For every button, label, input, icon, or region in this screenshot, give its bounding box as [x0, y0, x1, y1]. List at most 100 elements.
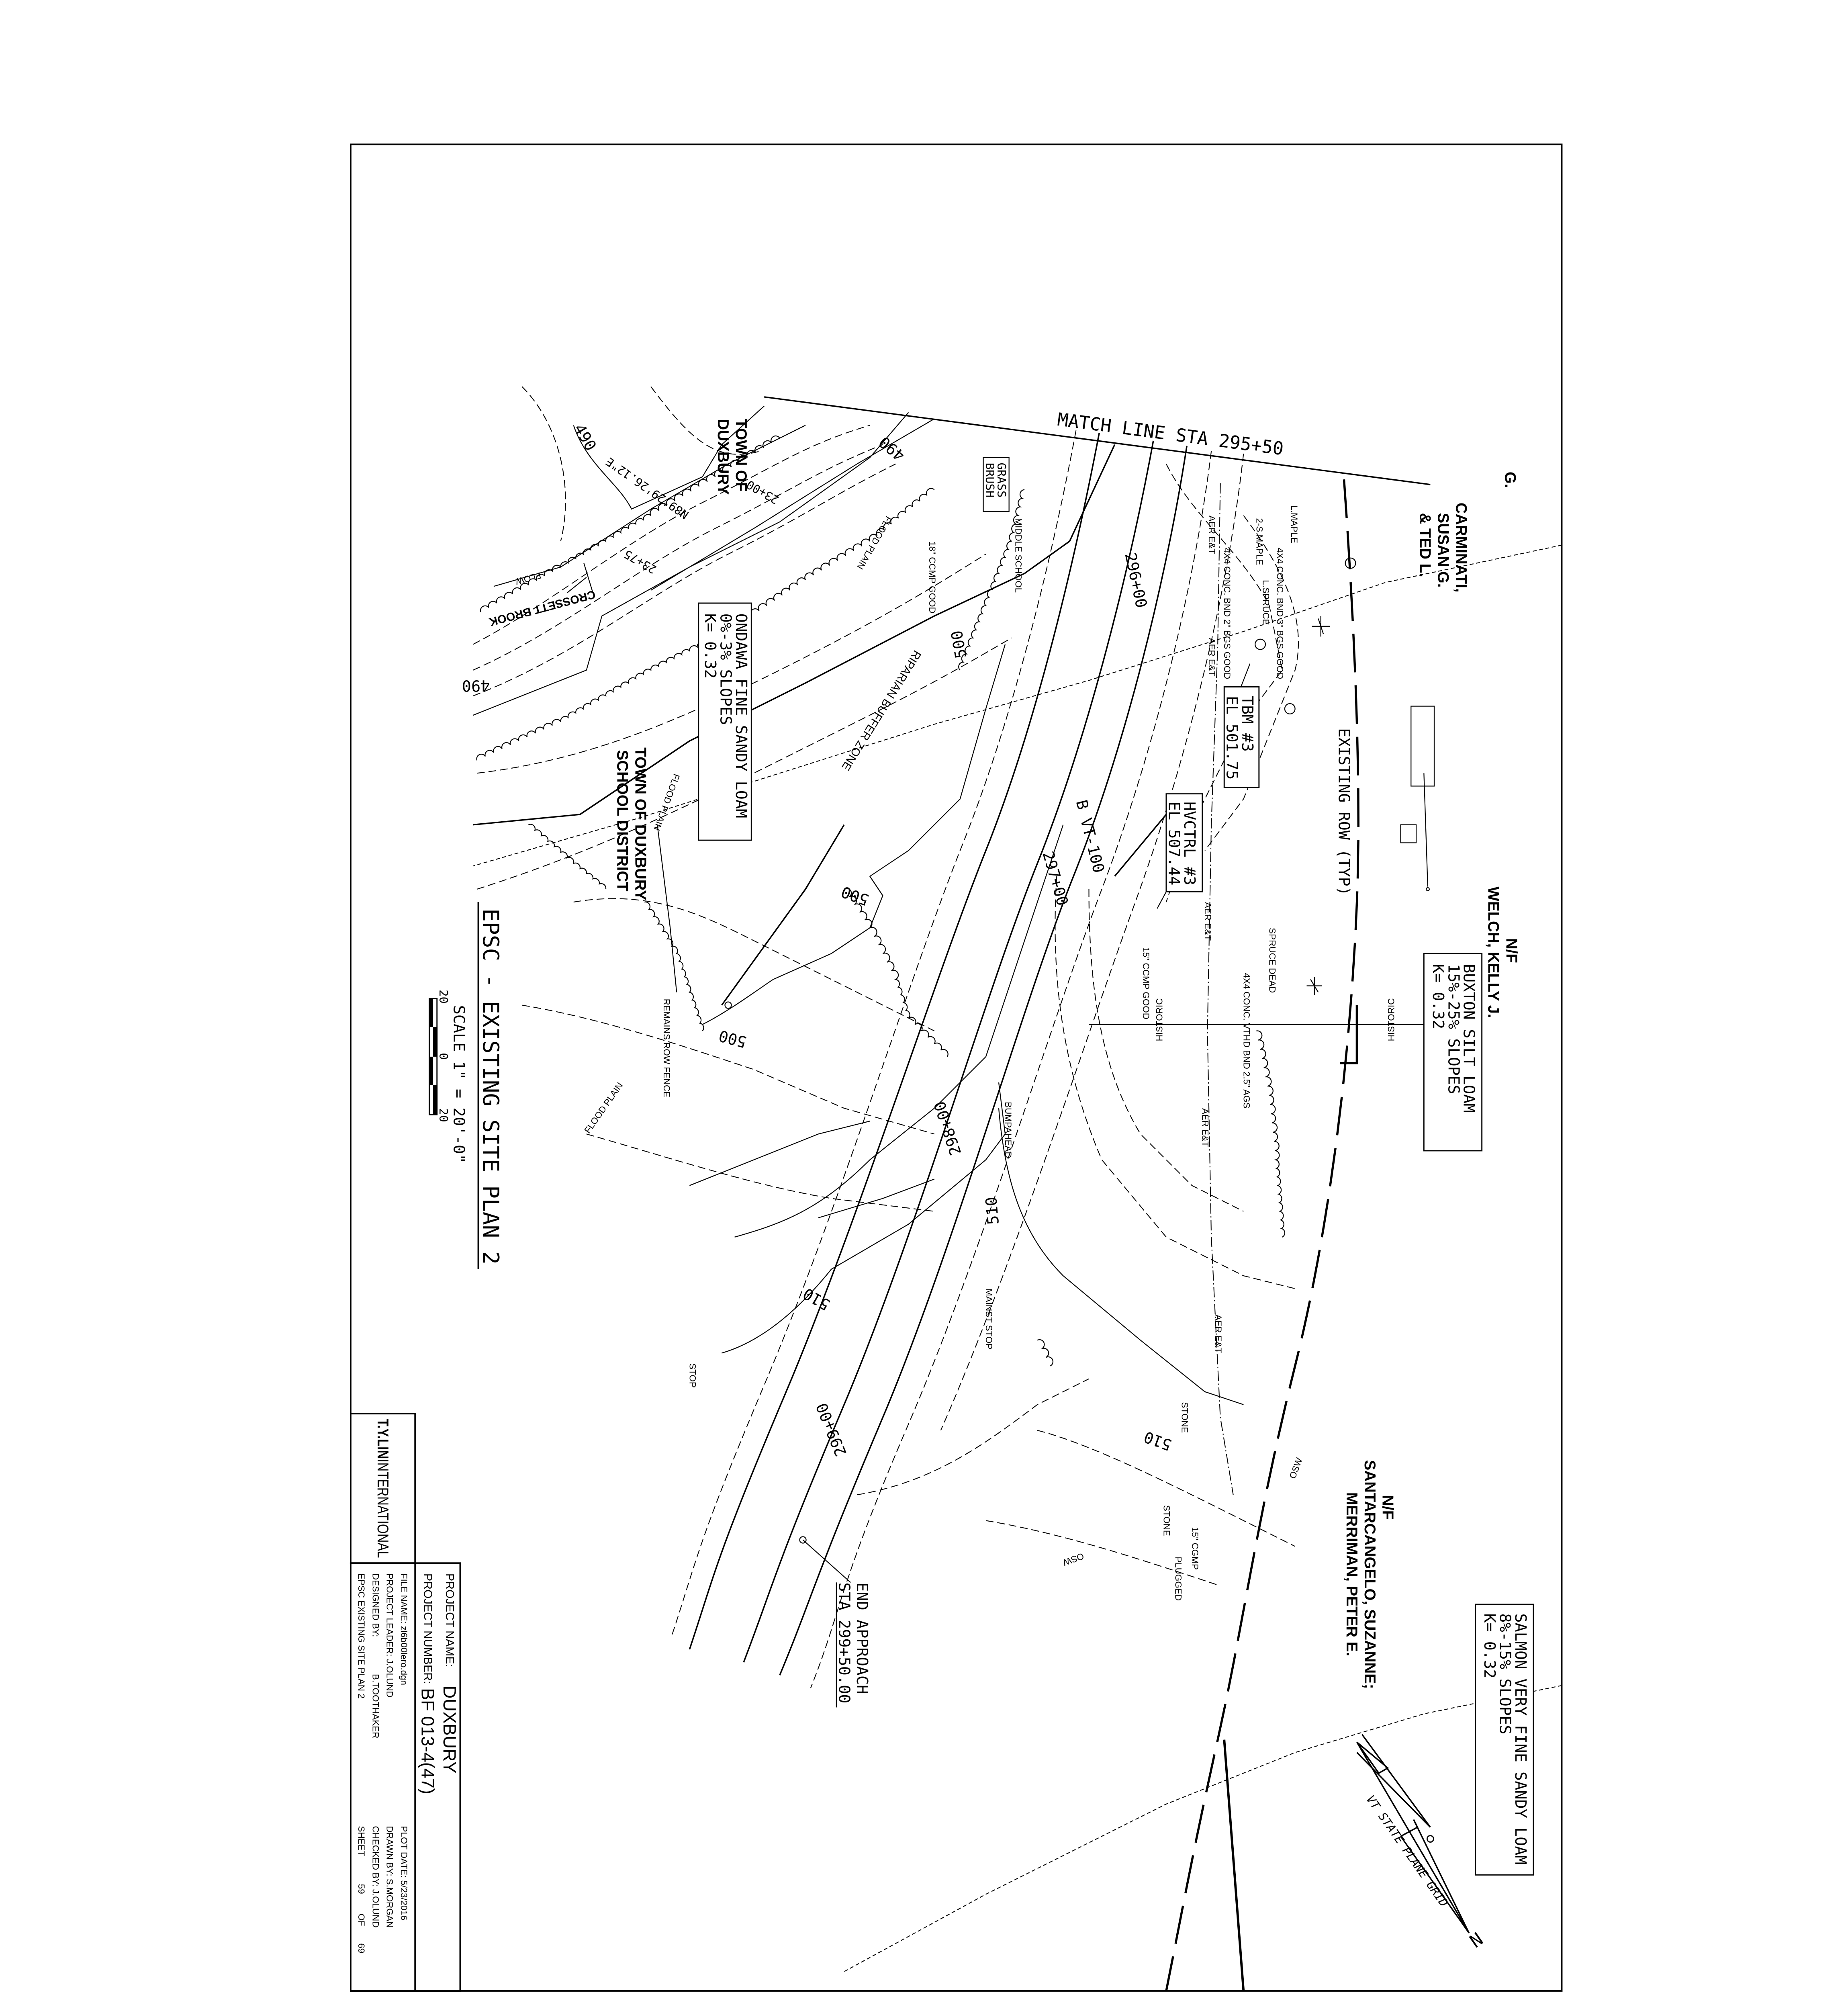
owner-carminati: G. CARMINATI, SUSAN G. & TED L.: [1417, 472, 1519, 593]
scale-bar: [429, 998, 438, 1115]
culvert-label: 15" CGMP: [1190, 1527, 1200, 1569]
scale-bar-label: 20: [437, 990, 450, 1004]
soil-text: BUXTON SILT LOAM: [1460, 964, 1478, 1113]
contours: [476, 386, 1299, 1586]
aer-label: AER E&T: [1207, 516, 1217, 554]
tree-line: [1256, 1030, 1286, 1238]
benchmark-tbm3: TBM #3 EL 501.75: [1223, 663, 1260, 788]
existing-row-line: [1165, 479, 1360, 1991]
owner-line: SUSAN G.: [1435, 513, 1452, 588]
owner-town-duxbury: TOWN OF DUXBURY: [714, 419, 750, 495]
sheet-total: 69: [356, 1943, 366, 1953]
owner-name: WELCH, KELLY J.: [1485, 887, 1502, 1018]
scale-bar-label: 0: [437, 1053, 450, 1060]
sheet-label: SHEET: [356, 1826, 366, 1856]
scale-bar-label: 20: [437, 1108, 450, 1122]
tree-label: SPRUCE DEAD: [1267, 928, 1277, 993]
end-approach-station: STA 299+50.00: [835, 1582, 853, 1703]
existing-row-label: EXISTING ROW (TYP): [1335, 728, 1353, 896]
sheet-border: [350, 143, 1563, 1992]
title-block: T.Y.LININTERNATIONAL PROJECT NAME: DUXBU…: [350, 1413, 461, 1992]
soil-text: 15%-25% SLOPES: [1444, 964, 1462, 1094]
sheet-of: OF: [356, 1914, 366, 1926]
tree-line: [528, 824, 607, 890]
owner-line: TOWN OF: [732, 419, 750, 491]
contour-label: 510: [982, 1196, 1003, 1225]
historic-label: HISTORIC: [1386, 998, 1396, 1041]
ccmp-18-label: 18" CCMP GOOD: [927, 541, 937, 614]
project-leader: PROJECT LEADER: J.OLUND: [385, 1573, 395, 1698]
owner-welch: N/F WELCH, KELLY J.: [1485, 887, 1520, 1018]
soil-text: SALMON VERY FINE SANDY LOAM: [1511, 1613, 1529, 1864]
soil-box-buxton: BUXTON SILT LOAM 15%-25% SLOPES K= 0.32: [1423, 953, 1483, 1152]
benchmark-hvctrl3: HVCTRL #3 EL 507.44: [1157, 793, 1203, 909]
stop-label: STOP: [687, 1363, 697, 1388]
monument-label: 4X4 CONC. BND 3" BGS GOOD: [1275, 548, 1285, 679]
school-label: MIDDLE SCHOOL: [1014, 518, 1024, 593]
stone-label: STONE: [1180, 1402, 1190, 1433]
row-corner: [1340, 1005, 1358, 1064]
remains-fence-label: REMAINS ROW FENCE: [662, 999, 672, 1098]
soil-text: 8%-15% SLOPES: [1496, 1613, 1514, 1734]
linework: [473, 386, 1562, 1991]
tree-label: L.SPRUCE: [1261, 580, 1271, 625]
soil-text: K= 0.32: [701, 614, 719, 679]
culvert-label: 15" CCMP GOOD: [1141, 947, 1151, 1019]
soil-text: K= 0.32: [1429, 964, 1447, 1029]
benchmark-text: EL 501.75: [1223, 696, 1241, 779]
sheet-title-block: EPSC - EXISTING SITE PLAN 2 SCALE 1" = 2…: [429, 902, 504, 1270]
sheet-title: EPSC - EXISTING SITE PLAN 2: [478, 908, 504, 1264]
crossett-brook: [473, 412, 935, 716]
owner-line: MERRIMAN, PETER E.: [1343, 1492, 1360, 1656]
owner-santarcangelo: N/F SANTARCANGELO, SUZANNE; MERRIMAN, PE…: [1343, 1460, 1396, 1689]
logo-bold: T.Y.LIN: [374, 1419, 391, 1459]
brush-label: BRUSH: [983, 462, 997, 497]
project-name-label: PROJECT NAME:: [443, 1573, 456, 1667]
soil-text: 0%-3% SLOPES: [716, 614, 734, 725]
checked-by: CHECKED BY: J.OLUND: [370, 1826, 380, 1927]
soil-box-salmon: SALMON VERY FINE SANDY LOAM 8%-15% SLOPE…: [1475, 1604, 1534, 1876]
sheet-number: 59: [356, 1884, 366, 1894]
logo-rest: INTERNATIONAL: [374, 1459, 391, 1558]
bumpahead-label: BUMPAHEAD: [1003, 1102, 1013, 1158]
tree-label: 2-S.MAPLE: [1254, 518, 1264, 565]
owner-prefix: N/F: [1379, 1495, 1396, 1520]
designed-by: B.TOOTHAKER: [370, 1674, 380, 1738]
project-number: BF 013-4(47): [417, 1688, 438, 1794]
plot-date: PLOT DATE: 5/23/2016: [399, 1826, 409, 1920]
benchmark-text: EL 507.44: [1165, 802, 1183, 885]
benchmark-text: HVCTRL #3: [1180, 802, 1198, 885]
owner-line: DUXBURY: [714, 419, 732, 495]
owner-line: SANTARCANGELO, SUZANNE;: [1361, 1460, 1378, 1689]
sheet-description: EPSC EXISTING SITE PLAN 2: [356, 1573, 366, 1699]
designed-by-label: DESIGNED BY:: [370, 1573, 380, 1637]
aer-label: AER E&T: [1200, 1108, 1210, 1147]
aer-label: AER E&T: [1203, 902, 1213, 941]
owner-school-district: TOWN OF DUXBURY SCHOOL DISTRICT: [614, 747, 649, 900]
tree-label: L.MAPLE: [1289, 505, 1299, 543]
soil-text: K= 0.32: [1480, 1613, 1498, 1678]
stone-label: STONE: [1162, 1505, 1172, 1536]
tree-line: [958, 489, 1025, 671]
tree-line: [1037, 1339, 1054, 1367]
benchmark-text: TBM #3: [1238, 696, 1256, 752]
aer-line: [1207, 483, 1234, 1495]
roadway: [671, 430, 1244, 1688]
historic-label: HISTORIC: [1154, 998, 1164, 1041]
aer-label: AER E&T: [1207, 638, 1217, 677]
owner-prefix: G.: [1501, 472, 1519, 488]
maint-stop-label: MAINST STOP: [984, 1289, 994, 1349]
owner-line: SCHOOL DISTRICT: [614, 750, 631, 892]
owner-line: & TED L.: [1417, 513, 1434, 577]
scale-label: SCALE 1" = 20'-0": [450, 1005, 468, 1164]
aer-label: AER E&T: [1213, 1314, 1223, 1353]
grass-label: GRASS: [995, 462, 1008, 497]
owner-prefix: N/F: [1503, 938, 1520, 963]
drawn-by: DRAWN BY: S.MORGAN: [385, 1826, 395, 1927]
tree-line: [480, 435, 780, 612]
soil-box-ondawa: ONDAWA FINE SANDY LOAM 0%-3% SLOPES K= 0…: [698, 602, 752, 841]
project-number-label: PROJECT NUMBER:: [421, 1573, 434, 1684]
contour-label: 490: [462, 676, 490, 694]
riparian-buffer-line: [473, 444, 1116, 826]
site-plan-drawing: MATCH LINE STA 295+50 G. CARMINATI, SUSA…: [264, 0, 1584, 2009]
